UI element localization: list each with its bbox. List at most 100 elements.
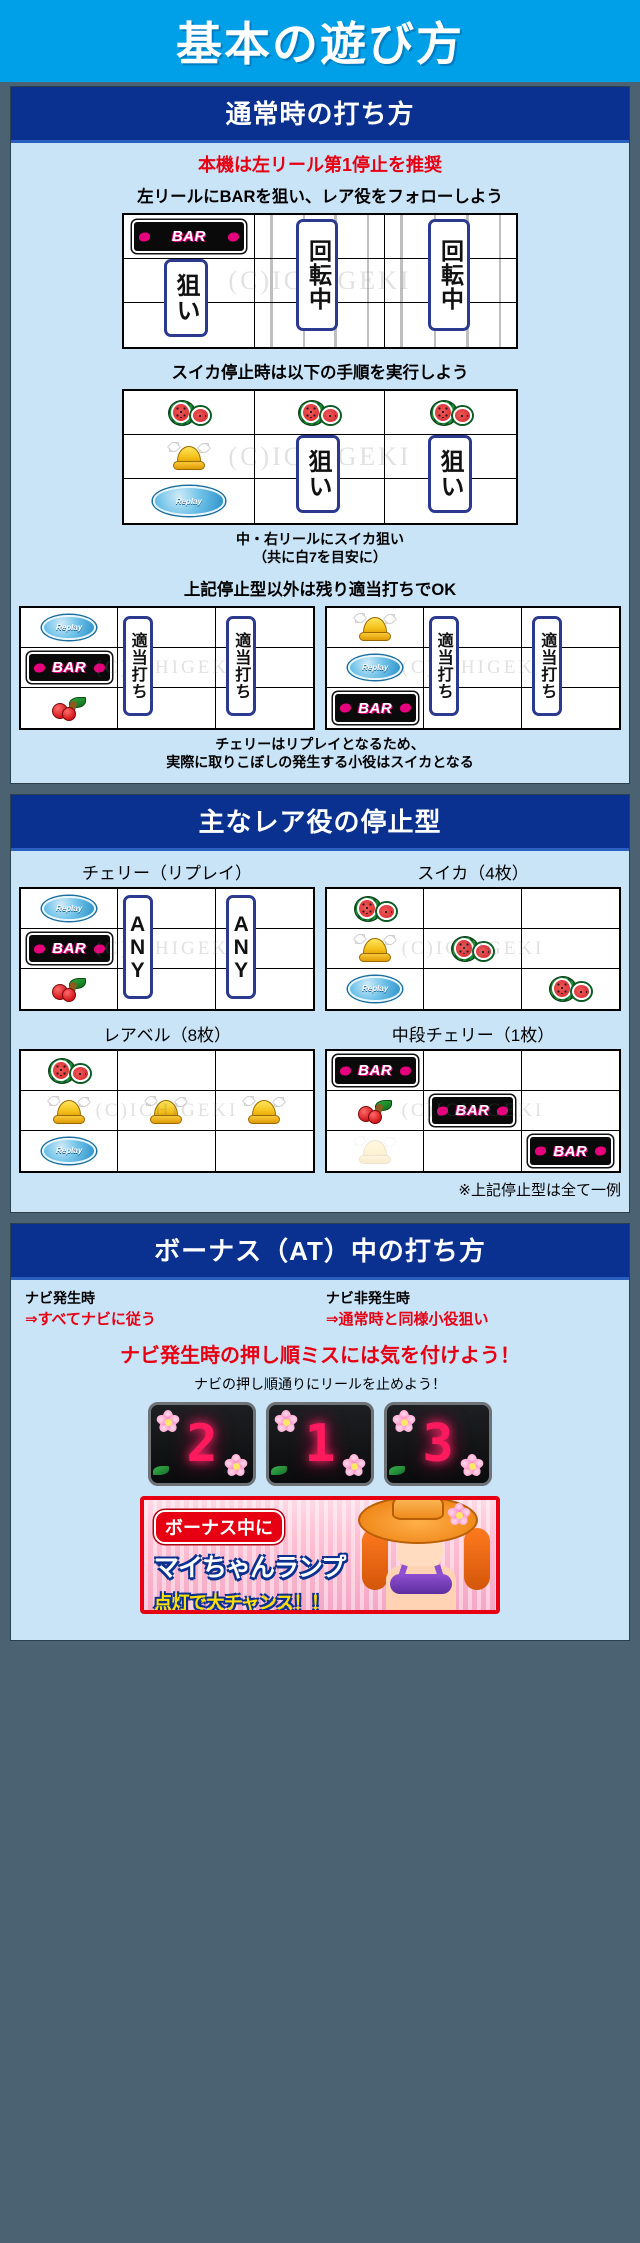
bar-symbol: BAR — [327, 1051, 423, 1090]
reel-cell — [521, 889, 619, 929]
watermelon-symbol — [327, 889, 423, 928]
replay-symbol: Replay — [327, 648, 423, 687]
rare-pattern-label: チェリー（リプレイ） — [82, 864, 252, 883]
reel-cell — [215, 929, 313, 969]
rare-pattern-label: レアベル（8枚） — [102, 1026, 232, 1045]
reel-cell — [424, 648, 522, 688]
reel-cell: BAR — [327, 1051, 425, 1091]
rare-row-2: レアベル（8枚） Replay (C)ICHIGEKI — [19, 1021, 621, 1173]
reel-cell — [424, 1131, 522, 1171]
reel-cell — [255, 479, 386, 523]
promo-line3: 点灯で大チャンス！！ — [154, 1593, 329, 1613]
section-normal-title: 通常時の打ち方 — [11, 87, 629, 143]
bar-symbol: BAR — [21, 929, 117, 968]
page-title: 基本の遊び方 — [176, 18, 464, 70]
bar-symbol: BAR — [124, 215, 254, 258]
section-bonus-title: ボーナス（AT）中の打ち方 — [11, 1224, 629, 1280]
reel-cell — [118, 889, 216, 929]
reel-diagram-suika: Replay (C)ICHIGEKI 狙い 狙い — [122, 389, 518, 525]
reel-cell: Replay — [21, 889, 119, 929]
promo-line2: マイちゃんランプ — [154, 1554, 346, 1582]
cherry-symbol — [327, 1091, 423, 1130]
bell-symbol — [327, 608, 423, 647]
reel-cell: BAR — [327, 688, 425, 728]
reel-cell — [124, 391, 255, 435]
navi-digits: 2 1 3 — [19, 1402, 621, 1486]
reel-cell — [21, 1091, 119, 1131]
reel-cell — [215, 889, 313, 929]
navi-digit-value: 2 — [186, 1414, 218, 1474]
promo-text: ボーナス中に マイちゃんランプ 点灯で大チャンス！！ — [154, 1510, 369, 1613]
reel-cell — [522, 969, 619, 1009]
watermelon-symbol — [385, 391, 516, 434]
section-bonus-body: ナビ発生時 ⇒すべてナビに従う ナビ非発生時 ⇒通常時と同様小役狙い ナビ発生時… — [11, 1280, 629, 1640]
reel-cell — [215, 648, 313, 688]
reel-cell — [327, 1091, 425, 1131]
aim-bar-text: 左リールにBARを狙い、レア役をフォローしよう — [137, 188, 503, 206]
reel-cell — [215, 608, 313, 648]
cherry-symbol — [21, 688, 117, 728]
navi-title: ナビ非発生時 — [325, 1290, 410, 1306]
callout-free-hit-mid: 適当打ち — [428, 616, 459, 716]
reel-cell — [21, 1051, 119, 1091]
reel-grid: Replay BAR — [19, 887, 315, 1011]
else-ok-text: 上記停止型以外は残り適当打ちでOK — [183, 581, 457, 599]
rare-note: ※上記停止型は全て一例 — [458, 1182, 621, 1199]
promo-line1: ボーナス中に — [154, 1510, 284, 1544]
replay-symbol: Replay — [327, 969, 423, 1009]
bar-symbol: BAR — [522, 1131, 619, 1171]
rare-pattern-midcherry: 中段チェリー（1枚） BAR BAR BAR (C)ICHIGEKI — [325, 1021, 621, 1173]
reel-cell: Replay — [21, 1131, 119, 1171]
section-normal: 通常時の打ち方 本機は左リール第1停止を推奨 左リールにBARを狙い、レア役をフ… — [10, 86, 630, 784]
section-rare-title: 主なレア役の停止型 — [11, 795, 629, 851]
note-line1: チェリーはリプレイとなるため、 — [215, 736, 425, 752]
navi-row: ナビ発生時 ⇒すべてナビに従う ナビ非発生時 ⇒通常時と同様小役狙い — [19, 1288, 621, 1329]
character-illustration — [350, 1500, 496, 1610]
section-rare-body: チェリー（リプレイ） Replay BAR (C)ICHIGEKI ANY A — [11, 851, 629, 1212]
bar-symbol: BAR — [327, 688, 423, 728]
replay-symbol: Replay — [21, 608, 117, 647]
callout-spinning-right: 回転中 — [428, 219, 470, 331]
watermelon-symbol — [255, 391, 385, 434]
reel-cell: BAR — [21, 929, 119, 969]
bell-symbol — [21, 1091, 117, 1130]
subtext: ナビの押し順通りにリールを止めよう！ — [194, 1376, 446, 1392]
reel-cell — [424, 969, 522, 1009]
reel-cell: Replay — [327, 969, 425, 1009]
bar-symbol: BAR — [424, 1091, 520, 1130]
callout-free-hit-mid: 適当打ち — [122, 616, 153, 716]
reel-cell — [118, 929, 216, 969]
rare-row-1: チェリー（リプレイ） Replay BAR (C)ICHIGEKI ANY A — [19, 859, 621, 1011]
reel-cell: BAR — [21, 648, 119, 688]
reel-cell — [254, 391, 386, 435]
reel-cell — [327, 889, 425, 929]
reel-cell — [216, 1131, 313, 1171]
callout-aim-right: 狙い — [428, 435, 472, 513]
reel-cell: BAR — [424, 1091, 522, 1131]
reel-cell — [118, 969, 216, 1009]
navi-digit-box: 3 — [384, 1402, 492, 1486]
reel-cell — [424, 1051, 522, 1091]
suika-stop-text: スイカ停止時は以下の手順を実行しよう — [171, 364, 469, 382]
reel-cell — [521, 648, 619, 688]
reel-grid: BAR BAR BAR — [325, 1049, 621, 1173]
reel-cell — [21, 969, 119, 1009]
footer-spacer — [19, 1614, 621, 1628]
navi-arrow-text: ⇒すべてナビに従う — [25, 1311, 156, 1328]
replay-symbol: Replay — [124, 479, 254, 523]
mid-right-line1: 中・右リールにスイカ狙い — [236, 531, 404, 547]
reel-cell — [124, 303, 255, 347]
reel-cell: Replay — [327, 648, 425, 688]
callout-aim-mid: 狙い — [296, 435, 340, 513]
rare-pattern-suika: スイカ（4枚） Replay (C)ICHIGEKI — [325, 859, 621, 1011]
mid-right-line2: （共に白7を目安に） — [253, 548, 387, 565]
bell-symbol — [327, 929, 423, 968]
reel-grid: Replay — [325, 887, 621, 1011]
promo-banner: ボーナス中に マイちゃんランプ 点灯で大チャンス！！ — [140, 1496, 500, 1614]
reel-cell — [327, 929, 425, 969]
navi-title: ナビ発生時 — [25, 1290, 95, 1306]
reel-grid: Replay BAR — [325, 606, 621, 730]
reel-cell: Replay — [124, 479, 255, 523]
reel-cell — [118, 608, 216, 648]
watermelon-symbol — [522, 969, 619, 1009]
